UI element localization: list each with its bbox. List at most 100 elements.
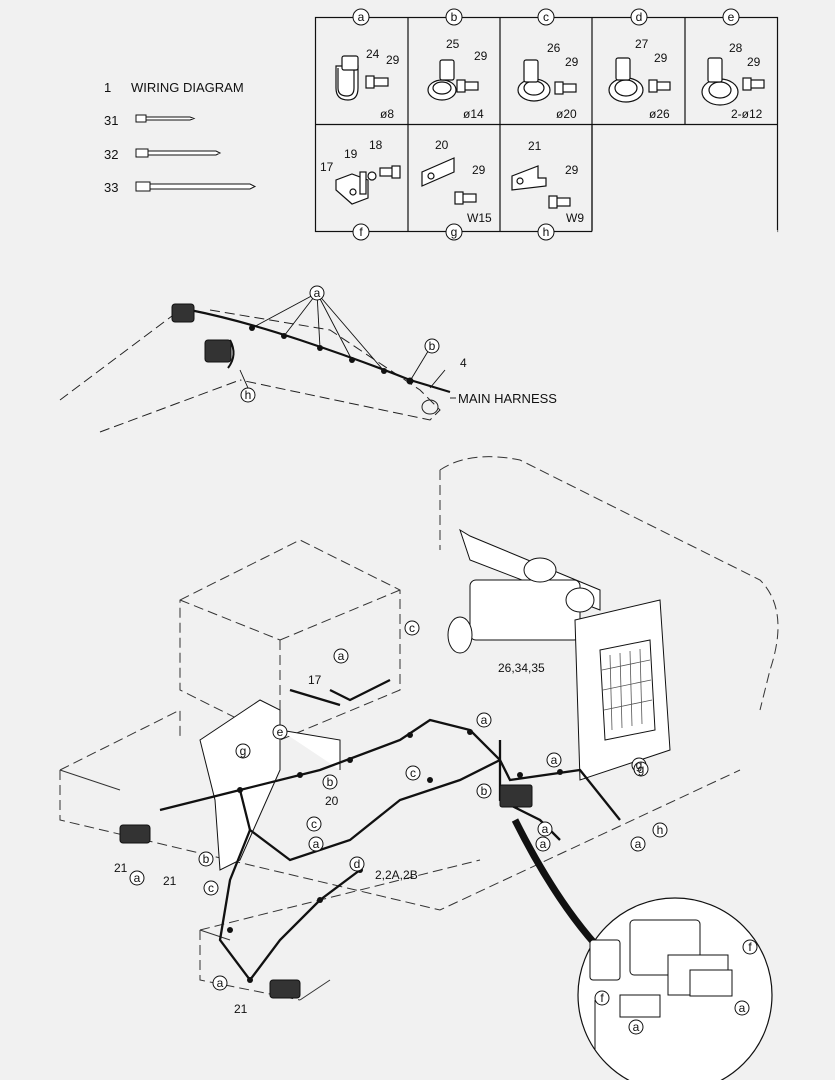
table-letter-g-circle: [445, 223, 463, 241]
legend-name-1: WIRING DIAGRAM: [131, 80, 244, 95]
callout-a-9: a: [217, 976, 224, 990]
cable-tie-icons: [135, 114, 257, 192]
callout-a-2: a: [481, 713, 488, 727]
part-26-label: 26: [547, 41, 561, 55]
callout-c-2: c: [410, 766, 416, 780]
table-letter-d: d: [636, 10, 643, 24]
label-part-21-b: 21: [163, 874, 177, 888]
callout-a-8: a: [635, 837, 642, 851]
bolt-d-icon: [648, 79, 671, 93]
label-part-21-a: 21: [114, 861, 128, 875]
bolt-g-icon: [454, 191, 477, 205]
label-part-26: 26,34,35: [498, 661, 545, 675]
size-a-label: ø8: [380, 107, 394, 121]
part-28-label: 28: [729, 41, 743, 55]
table-letter-b: b: [451, 10, 458, 24]
part-27-label: 27: [635, 37, 649, 51]
cable-tie-33-band-icon: [149, 183, 257, 190]
size-g-label: W15: [467, 211, 492, 225]
legend-no-33: 33: [104, 180, 119, 195]
bolt-29-h-label: 29: [565, 163, 579, 177]
part-18-label: 18: [369, 138, 383, 152]
bolt-29-g-label: 29: [472, 163, 486, 177]
boom-part-4: 4: [460, 356, 467, 370]
bracket-h-icon: [511, 165, 547, 191]
bolt-c-icon: [554, 81, 577, 95]
boom-callout-h: h: [245, 388, 252, 402]
bolt-a-icon: [365, 75, 389, 89]
clamp-e-icon: [701, 57, 739, 106]
callout-b-1: b: [481, 784, 488, 798]
table-letter-b-circle: [445, 8, 463, 26]
callout-a-1: a: [338, 649, 345, 663]
callout-g-3: g: [638, 762, 645, 776]
table-letter-d-circle: [630, 8, 648, 26]
callout-f-2: f: [748, 940, 752, 954]
callout-d-1: d: [354, 857, 361, 871]
clamp-c-icon: [517, 59, 551, 102]
part-20-label: 20: [435, 138, 449, 152]
boom-callout-b: b: [429, 339, 436, 353]
boom-drawing: a b h 4 MAIN HARNESS: [59, 285, 557, 433]
work-lamp-icon: [171, 303, 195, 323]
table-letter-c: c: [543, 10, 549, 24]
cable-tie-31-band-icon: [145, 116, 196, 121]
cable-tie-33-head-icon: [135, 181, 151, 192]
boom-callout-a: a: [314, 286, 321, 300]
table-letter-e-circle: [722, 8, 740, 26]
cable-tie-32-head-icon: [135, 148, 149, 158]
cable-tie-32-band-icon: [147, 150, 222, 156]
clamp-table: a b c d e f g h: [314, 8, 779, 241]
table-letter-a-circle: [352, 8, 370, 26]
callout-a-3: a: [551, 753, 558, 767]
label-part-2: 2,2A,2B: [375, 868, 418, 882]
bolt-b-icon: [456, 79, 479, 93]
size-d-label: ø26: [649, 107, 670, 121]
bolt-29-d-label: 29: [654, 51, 668, 65]
table-letter-f: f: [359, 225, 363, 239]
callout-a-5: a: [134, 871, 141, 885]
table-letter-h: h: [543, 225, 550, 239]
legend-no-31: 31: [104, 113, 119, 128]
main-harness-label: MAIN HARNESS: [458, 391, 557, 406]
size-b-label: ø14: [463, 107, 484, 121]
bolt-h-icon: [548, 195, 571, 209]
table-letter-g: g: [451, 225, 458, 239]
label-part-20: 20: [325, 794, 339, 808]
table-letter-c-circle: [537, 8, 555, 26]
relay-box-icon: [499, 784, 533, 808]
bracket-g-icon: [421, 157, 455, 187]
bracket-f-icon: [335, 171, 369, 205]
bolt-29-c-label: 29: [565, 55, 579, 69]
bolt-29-a-label: 29: [386, 53, 400, 67]
callout-g-2: g: [240, 744, 247, 758]
table-letter-a: a: [358, 10, 365, 24]
bolt-29-b-label: 29: [474, 49, 488, 63]
clamp-a-icon: [335, 55, 359, 101]
table-letter-e: e: [728, 10, 735, 24]
callout-h-1: h: [657, 823, 664, 837]
callout-a-6: a: [542, 822, 549, 836]
callout-c-3: c: [311, 817, 317, 831]
part-25-label: 25: [446, 37, 460, 51]
cable-tie-31-head-icon: [135, 114, 147, 123]
part-17-label: 17: [320, 160, 334, 174]
label-part-17: 17: [308, 673, 322, 687]
clamp-d-icon: [608, 57, 644, 103]
table-letter-f-circle: [352, 223, 370, 241]
clamp-b-icon: [427, 59, 457, 101]
legend-no-32: 32: [104, 147, 119, 162]
table-letter-h-circle: [537, 223, 555, 241]
legend-no-1: 1: [104, 80, 112, 95]
part-24-label: 24: [366, 47, 380, 61]
front-lamp-icon: [119, 824, 151, 844]
boom-lamps: [171, 303, 232, 363]
callout-a-10: a: [633, 1020, 640, 1034]
rear-lamp-icon: [269, 979, 301, 999]
part-21-label: 21: [528, 139, 542, 153]
callout-a-4: a: [313, 837, 320, 851]
washer-19-icon: [367, 171, 377, 181]
callout-c-1: c: [409, 621, 415, 635]
callout-a-7: a: [540, 837, 547, 851]
